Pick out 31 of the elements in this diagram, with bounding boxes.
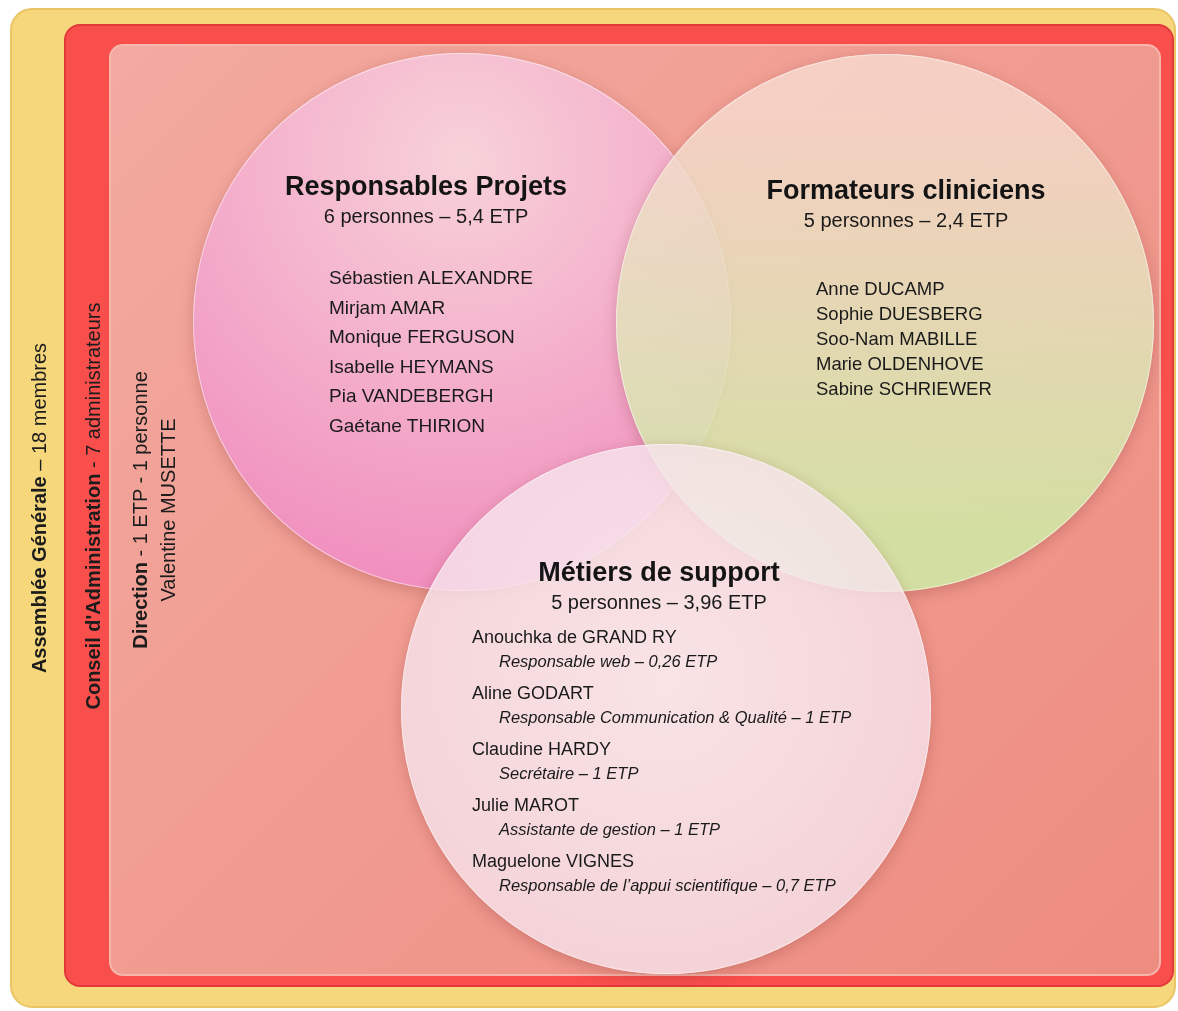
circle-heading: Formateurs cliniciens [766,175,1046,206]
staff-name: Marie OLDENHOVE [816,353,984,375]
staff-name: Monique FERGUSON [329,326,515,348]
staff-role: Assistante de gestion – 1 ETP [499,820,721,839]
staff-role: Responsable web – 0,26 ETP [499,652,718,671]
staff-name: Anouchka de GRAND RY [472,627,677,648]
band-label: Conseil d'Administration - 7 administrateurs [81,301,105,710]
circle-heading: Responsables Projets [284,171,568,202]
band-label: Valentine MUSETTE [156,418,180,602]
staff-name: Soo-Nam MABILLE [816,328,978,350]
staff-role: Responsable de l’appui scientifique – 0,7 ETP [499,876,836,895]
staff-name: Mirjam AMAR [329,296,446,319]
staff-name: Maguelone VIGNES [472,851,635,872]
staff-name: Gaétane THIRION [329,414,485,437]
staff-name: Sophie DUESBERG [816,303,983,325]
staff-name: Claudine HARDY [472,739,612,760]
staff-name: Pia VANDEBERGH [329,385,494,407]
staff-name: Julie MAROT [472,795,579,816]
staff-name: Anne DUCAMP [816,278,945,300]
staff-count: 5 personnes – 3,96 ETP [551,591,767,614]
staff-name: Sébastien ALEXANDRE [329,267,533,289]
staff-name: Aline GODART [472,683,594,704]
staff-name: Sabine SCHRIEWER [816,378,992,400]
staff-name: Isabelle HEYMANS [329,355,494,378]
staff-count: 6 personnes – 5,4 ETP [323,205,529,228]
staff-count: 5 personnes – 2,4 ETP [803,209,1009,232]
circle-heading: Métiers de support [538,557,780,588]
staff-role: Secrétaire – 1 ETP [499,764,639,783]
band-label: Assemblée Générale – 18 membres [27,342,51,674]
staff-role: Responsable Communication & Qualité – 1 ETP [499,708,852,727]
band-label: Direction - 1 ETP - 1 personne [128,371,152,649]
